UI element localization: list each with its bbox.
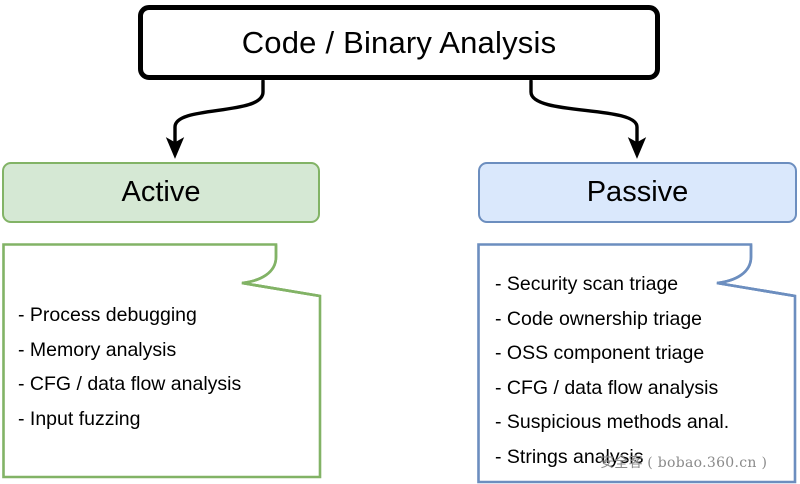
arrow-root-to-active <box>165 79 265 159</box>
note-active-list: - Process debugging - Memory analysis - … <box>18 304 313 444</box>
node-root[interactable]: Code / Binary Analysis <box>138 5 660 80</box>
arrow-root-to-passive <box>529 79 647 159</box>
watermark: 安全客 ( bobao.360.cn ) <box>600 456 767 471</box>
watermark-site: ( bobao.360.cn ) <box>647 455 768 471</box>
node-passive[interactable]: Passive <box>478 162 797 223</box>
list-item: - Security scan triage <box>495 273 679 295</box>
list-item: - CFG / data flow analysis <box>495 376 719 399</box>
list-item: - OSS component triage <box>495 342 705 364</box>
list-item: - Strings analysis <box>495 445 644 468</box>
note-passive-shape <box>477 243 797 484</box>
node-active-label: Active <box>121 176 201 208</box>
list-item: - Code ownership triage <box>495 307 703 330</box>
node-passive-label: Passive <box>586 176 689 208</box>
node-active[interactable]: Active <box>2 162 320 223</box>
list-item: - Input fuzzing <box>18 407 141 430</box>
note-active-shape <box>2 243 322 479</box>
list-item: - Process debugging <box>18 304 197 326</box>
list-item: - Suspicious methods anal. <box>495 411 730 433</box>
list-item: - Memory analysis <box>18 338 177 361</box>
note-active[interactable]: - Process debugging - Memory analysis - … <box>2 243 322 479</box>
watermark-brand: 安全客 <box>600 455 643 471</box>
note-passive[interactable]: - Security scan triage - Code ownership … <box>477 243 797 484</box>
list-item: - CFG / data flow analysis <box>18 373 242 395</box>
node-root-label: Code / Binary Analysis <box>241 25 557 60</box>
note-passive-list: - Security scan triage - Code ownership … <box>495 273 789 482</box>
